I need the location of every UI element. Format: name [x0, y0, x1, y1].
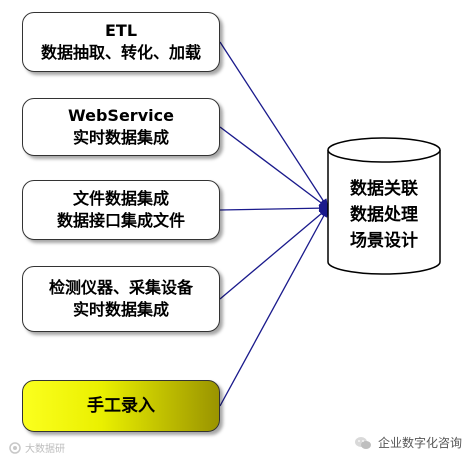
- wechat-icon: [355, 436, 371, 449]
- source-box-file: 文件数据集成 数据接口集成文件: [22, 180, 220, 240]
- source-box-title: 手工录入: [87, 396, 155, 416]
- connector-etl: [219, 41, 329, 209]
- source-box-title: ETL: [104, 21, 138, 40]
- source-box-webservice: WebService 实时数据集成: [22, 98, 220, 156]
- database-label: 数据关联 数据处理 场景设计: [328, 176, 440, 254]
- source-box-title: WebService: [68, 106, 174, 125]
- source-box-subtitle: 实时数据集成: [72, 128, 169, 147]
- watermark-left-text: 大数据研: [25, 444, 65, 455]
- source-box-etl: ETL 数据抽取、转化、加载: [22, 12, 220, 72]
- watermark-right: 企业数字化咨询: [354, 434, 462, 451]
- database-line: 数据关联: [350, 179, 418, 199]
- source-box-subtitle: 实时数据集成: [72, 300, 169, 319]
- connector-file: [219, 204, 329, 213]
- database-line: 数据处理: [350, 205, 418, 225]
- watermark-left: 大数据研: [8, 440, 65, 455]
- database-cylinder: [327, 137, 441, 275]
- source-box-manual: 手工录入: [22, 380, 220, 432]
- source-box-title: 文件数据集成: [72, 189, 169, 208]
- source-box-title: 检测仪器、采集设备: [48, 278, 193, 297]
- source-box-subtitle: 数据抽取、转化、加载: [40, 43, 201, 62]
- connector-manual: [219, 207, 329, 407]
- source-box-device: 检测仪器、采集设备 实时数据集成: [22, 266, 220, 332]
- connector-device: [219, 207, 329, 300]
- database-line: 场景设计: [350, 231, 418, 251]
- watermark-logo-icon: [9, 441, 21, 454]
- connector-webservice: [219, 126, 329, 209]
- source-box-subtitle: 数据接口集成文件: [56, 211, 185, 230]
- watermark-right-text: 企业数字化咨询: [378, 436, 463, 450]
